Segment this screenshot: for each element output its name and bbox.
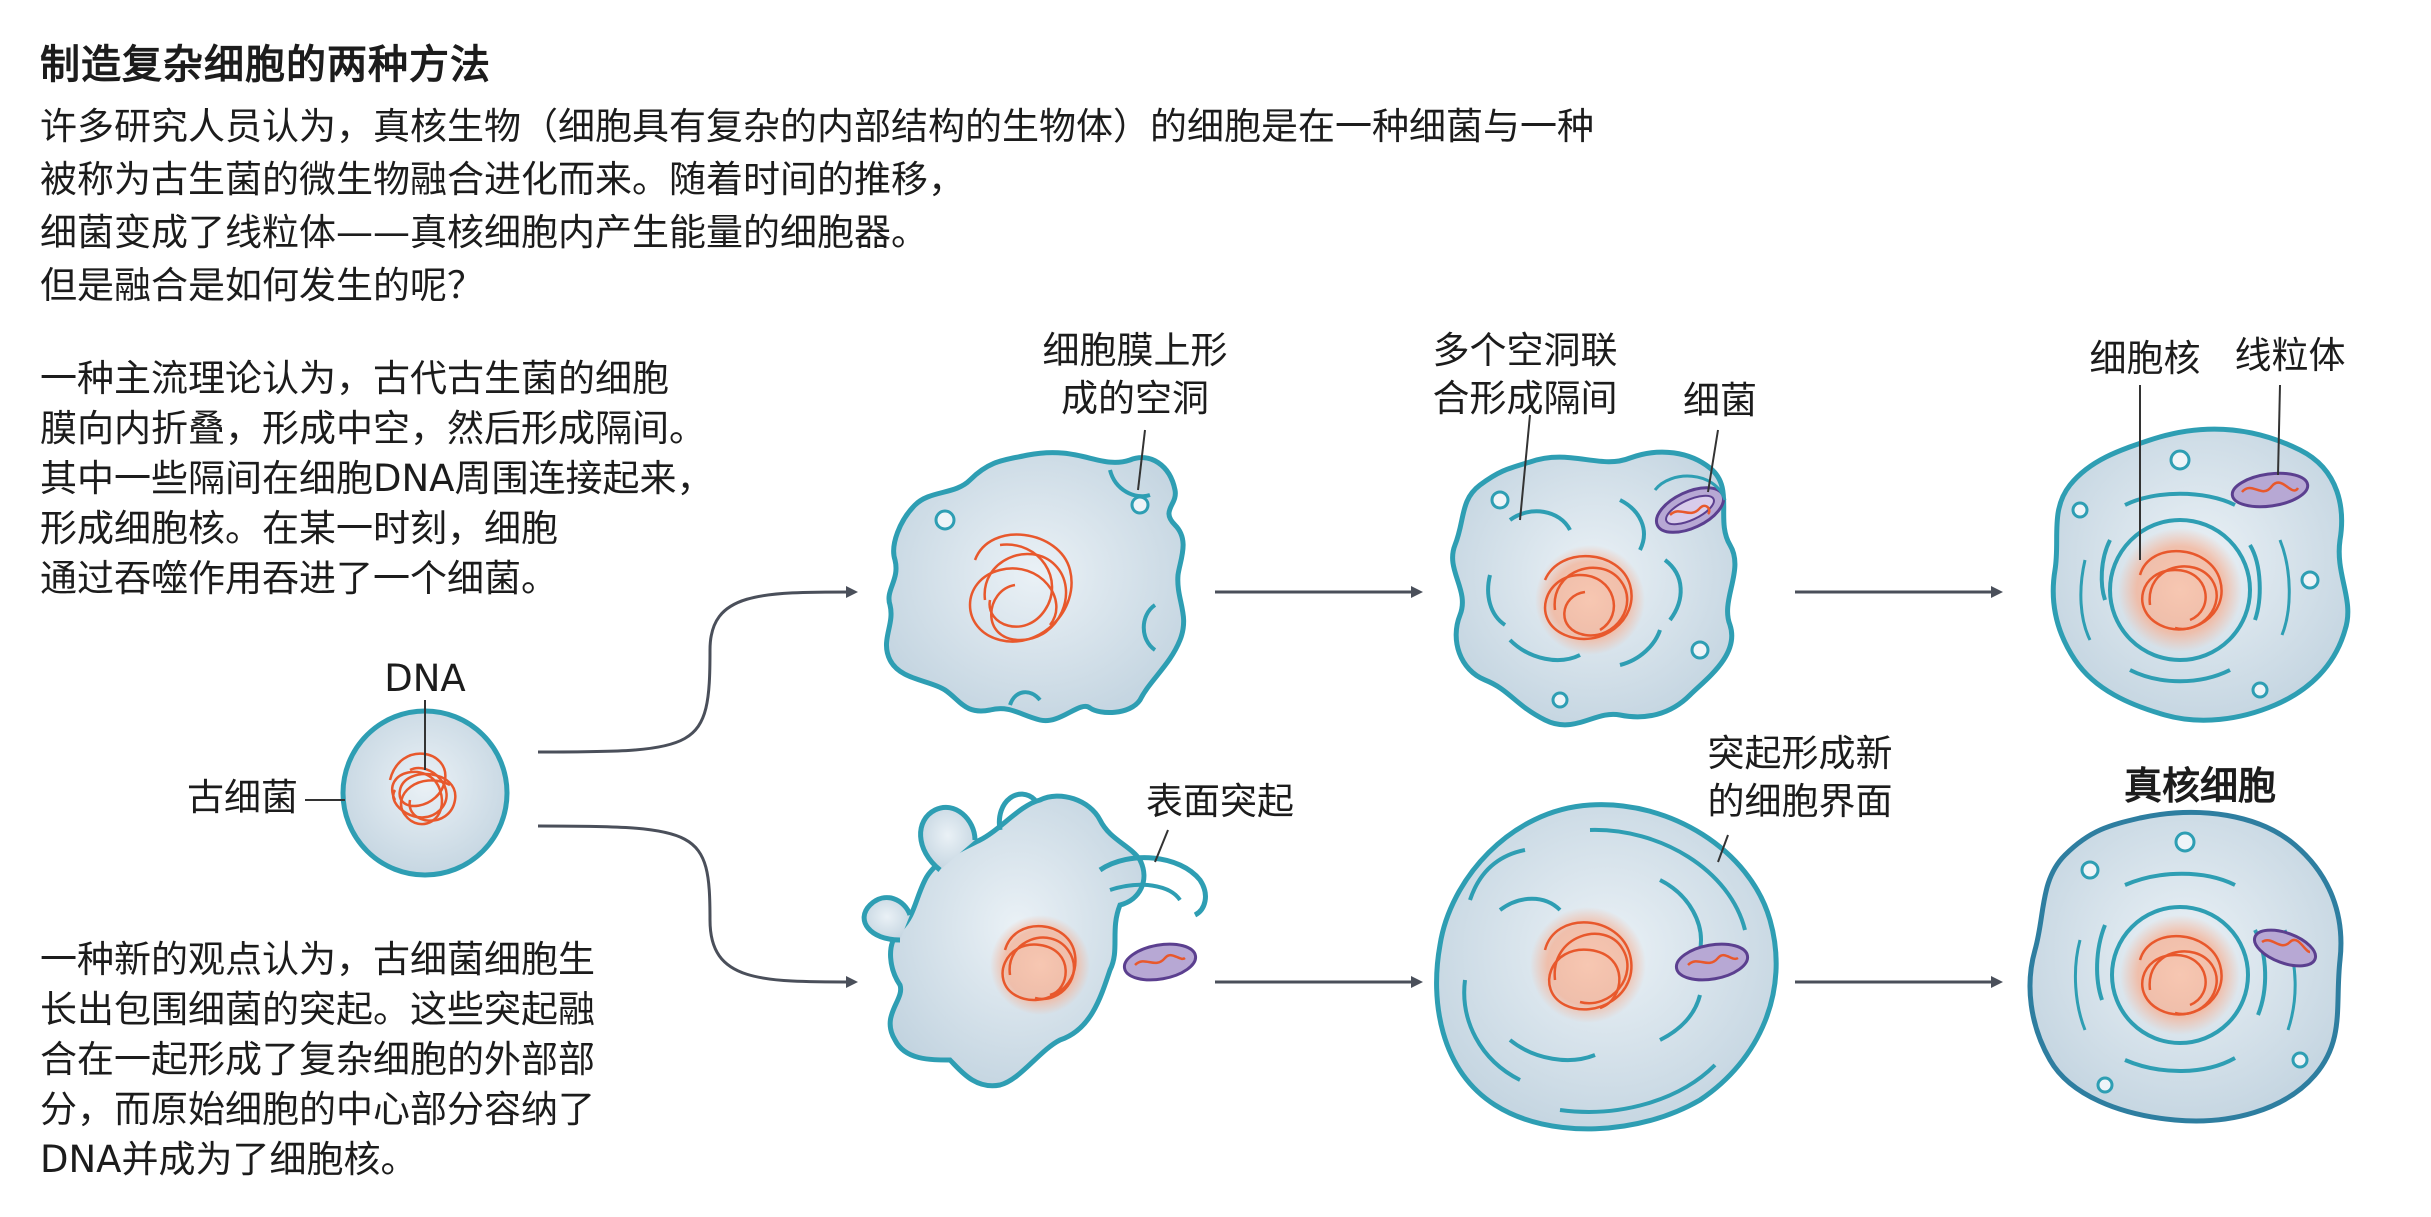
eukaryote-label: 真核细胞 xyxy=(2123,764,2276,808)
page-title: 制造复杂细胞的两种方法 xyxy=(40,42,491,88)
intro-line: 但是融合是如何发生的呢？ xyxy=(40,264,484,307)
label-line: 合形成隔间 xyxy=(1432,377,1618,420)
intro-line: 细菌变成了线粒体——真核细胞内产生能量的细胞器。 xyxy=(40,211,928,254)
cavities-merge-label: 多个空洞联 合形成隔间 xyxy=(1410,327,1640,423)
mainstream-theory-text: 一种主流理论认为，古代古生菌的细胞 膜向内折叠，形成中空，然后形成隔间。 其中一… xyxy=(40,354,713,604)
bacterium-shape xyxy=(1674,942,1750,982)
text-line: 长出包围细菌的突起。这些突起融 xyxy=(40,988,595,1031)
arrow-branch-lower xyxy=(537,824,858,988)
intro-text: 许多研究人员认为，真核生物（细胞具有复杂的内部结构的生物体）的细胞是在一种细菌与… xyxy=(40,100,1594,312)
surface-protrusion-label: 表面突起 xyxy=(1146,780,1294,823)
mitochondrion-shape xyxy=(2230,471,2310,509)
text-line: DNA并成为了细胞核。 xyxy=(40,1138,418,1181)
bacterium-shape xyxy=(1654,486,1726,534)
mitochondrion-label: 线粒体 xyxy=(2234,334,2346,377)
text-line: 其中一些隔间在细胞DNA周围连接起来， xyxy=(40,457,714,500)
cell-membrane-cavity xyxy=(884,450,1187,724)
label-line: 突起形成新 xyxy=(1707,732,1893,775)
cell-cavities-merge xyxy=(1450,449,1738,728)
bacterium-leader xyxy=(1707,429,1719,493)
cavity-leader xyxy=(1137,429,1146,491)
text-line: 分，而原始细胞的中心部分容纳了 xyxy=(40,1088,595,1131)
merge-leader xyxy=(1519,414,1531,521)
label-line: 成的空洞 xyxy=(1061,377,1209,420)
cell-surface-protrusions xyxy=(861,791,1208,1089)
mitochondrion-leader xyxy=(2277,384,2281,476)
text-line: 合在一起形成了复杂细胞的外部部 xyxy=(40,1038,595,1081)
label-line: 多个空洞联 xyxy=(1432,329,1618,372)
text-line: 膜向内折叠，形成中空，然后形成隔间。 xyxy=(40,407,706,450)
membrane-cavity-label: 细胞膜上形 成的空洞 xyxy=(1025,327,1245,423)
dna-tangle xyxy=(388,752,457,826)
intro-line: 被称为古生菌的微生物融合进化而来。随着时间的推移， xyxy=(40,158,965,201)
archaea-label: 古细菌 xyxy=(187,776,298,819)
text-line: 一种新的观点认为，古细菌细胞生 xyxy=(40,938,595,981)
cell-protrusion-interface xyxy=(1434,802,1779,1132)
protrusion-leader xyxy=(1154,829,1169,863)
text-line: 一种主流理论认为，古代古生菌的细胞 xyxy=(40,357,669,400)
arrow-branch-upper xyxy=(537,586,858,754)
text-line: 通过吞噬作用吞进了一个细菌。 xyxy=(40,557,558,600)
new-theory-text: 一种新的观点认为，古细菌细胞生 长出包围细菌的突起。这些突起融 合在一起形成了复… xyxy=(40,935,595,1185)
text-line: 形成细胞核。在某一时刻，细胞 xyxy=(40,507,558,550)
mitochondrion-shape xyxy=(2252,928,2318,968)
dna-label: DNA xyxy=(384,657,466,700)
label-line: 细胞膜上形 xyxy=(1042,329,1228,372)
nucleus-label: 细胞核 xyxy=(2089,337,2201,380)
bacterium-shape xyxy=(1122,942,1198,982)
protrusion-interface-label: 突起形成新 的细胞界面 xyxy=(1690,730,1910,826)
eukaryote-lower xyxy=(2027,809,2344,1124)
label-line: 的细胞界面 xyxy=(1707,780,1893,823)
interface-leader xyxy=(1717,834,1729,863)
intro-line: 许多研究人员认为，真核生物（细胞具有复杂的内部结构的生物体）的细胞是在一种细菌与… xyxy=(40,105,1594,148)
bacterium-label: 细菌 xyxy=(1683,379,1757,422)
eukaryote-upper xyxy=(2050,426,2351,723)
